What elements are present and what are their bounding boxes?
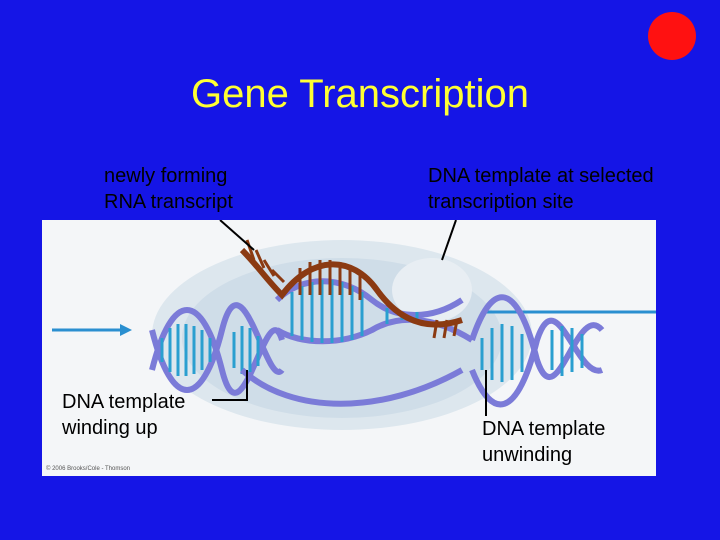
slide-title: Gene Transcription bbox=[191, 72, 529, 116]
label-line: DNA template at selected bbox=[428, 165, 654, 187]
label-line: DNA template bbox=[482, 418, 606, 440]
label-line: transcription site bbox=[428, 191, 574, 213]
label-dna-unwinding: DNA template unwinding bbox=[482, 416, 605, 468]
label-line: unwinding bbox=[482, 444, 573, 466]
label-newly-forming-rna: newly forming RNA transcript bbox=[104, 163, 233, 215]
template-strand-arc bbox=[239, 367, 464, 407]
dna-helix-left bbox=[149, 302, 285, 396]
direction-arrow-head bbox=[120, 324, 132, 336]
rna-transcript bbox=[239, 239, 463, 339]
label-line: winding up bbox=[62, 417, 158, 439]
transcription-illustration bbox=[52, 220, 656, 430]
label-line: newly forming bbox=[104, 165, 228, 187]
red-record-dot bbox=[648, 12, 696, 60]
dna-helix-right bbox=[469, 294, 605, 408]
label-dna-winding-up: DNA template winding up bbox=[62, 389, 185, 441]
figure-copyright: © 2006 Brooks/Cole - Thomson bbox=[46, 466, 131, 472]
leader-newly-forming bbox=[219, 220, 255, 251]
transcription-figure: © 2006 Brooks/Cole - Thomson bbox=[42, 220, 656, 476]
label-line: RNA transcript bbox=[104, 191, 233, 213]
leader-winding bbox=[212, 370, 248, 401]
leader-template-site bbox=[441, 220, 457, 261]
label-line: DNA template bbox=[62, 391, 186, 413]
label-template-site: DNA template at selected transcription s… bbox=[428, 163, 654, 215]
